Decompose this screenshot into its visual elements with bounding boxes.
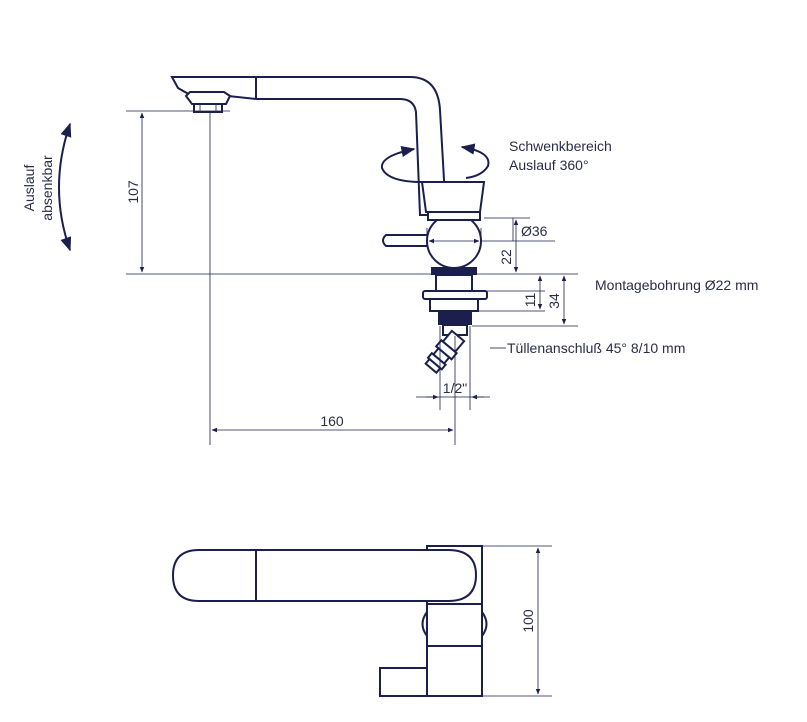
shank (438, 311, 472, 325)
top-view: 100 (171, 545, 552, 697)
dim-160-text: 160 (320, 413, 344, 429)
dim-11-text: 11 (522, 293, 538, 308)
top-spout-arm (171, 549, 478, 602)
base-ring (431, 267, 477, 275)
handle-lever (382, 234, 433, 247)
faucet-body (420, 181, 486, 213)
hose-nozzle (424, 329, 466, 375)
spout-label-line1: Auslauf (21, 165, 37, 212)
swivel-label-line1: Schwenkbereich (509, 138, 612, 154)
swivel-arrow-right (460, 143, 490, 179)
mounting-hole-label: Montagebohrung Ø22 mm (595, 277, 758, 293)
dim-100-text: 100 (520, 609, 536, 633)
spout-tilt-arrow (58, 122, 72, 252)
hose-connection-label: Tüllenanschluß 45° 8/10 mm (507, 340, 685, 356)
top-handle-sphere (421, 611, 428, 637)
side-view: Schwenkbereich Auslauf 360° Auslauf abse… (21, 76, 758, 445)
mounting-flange (422, 290, 488, 300)
spout-arm (170, 76, 448, 216)
dim-107-text: 107 (125, 180, 141, 204)
swivel-arrow-left (380, 146, 429, 184)
top-handle-lever (379, 667, 428, 697)
aerator (184, 91, 232, 105)
dim-22-text: 22 (498, 249, 514, 265)
swivel-label-line2: Auslauf 360° (509, 157, 589, 173)
dim-d36-text: Ø36 (521, 223, 548, 239)
spout-label-line2: absenkbar (39, 155, 55, 221)
dim-34-text: 34 (546, 293, 562, 309)
dim-thread-text: 1/2" (443, 380, 467, 396)
